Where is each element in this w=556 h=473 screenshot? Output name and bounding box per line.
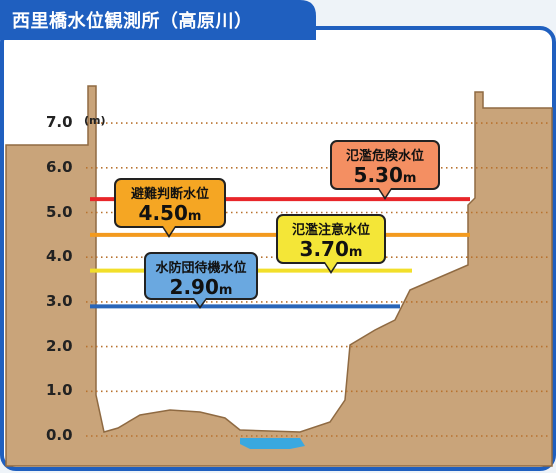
river-water	[240, 438, 305, 449]
callout-value: 2.90	[169, 275, 219, 299]
callout-pointer	[379, 188, 391, 197]
callout-pointer	[194, 298, 206, 306]
y-tick-2: 2.0	[46, 337, 73, 355]
y-unit-label: (m)	[84, 114, 106, 127]
callout-pointer	[163, 226, 175, 235]
page-title: 西里橋水位観測所（高原川）	[12, 11, 253, 32]
y-tick-6: 6.0	[46, 158, 73, 176]
callout-label: 避難判断水位	[130, 187, 209, 202]
callout-value: 5.30	[353, 163, 403, 187]
y-tick-4: 4.0	[46, 247, 73, 265]
title-tab-shape	[0, 0, 316, 40]
callout-value: 4.50	[138, 201, 188, 225]
callout-unit: m	[187, 209, 202, 224]
riverbank	[5, 85, 553, 467]
callout-unit: m	[218, 283, 233, 298]
y-tick-1: 1.0	[46, 381, 73, 399]
y-tick-0: 0.0	[46, 426, 73, 444]
callout-unit: m	[402, 171, 417, 186]
callout-standby-level: 水防団待機水位 2.90m	[144, 252, 258, 300]
callout-unit: m	[348, 245, 363, 260]
y-tick-3: 3.0	[46, 292, 73, 310]
callout-pointer	[325, 262, 337, 271]
y-tick-5: 5.0	[46, 203, 73, 221]
callout-label: 氾濫危険水位	[345, 149, 424, 164]
callout-caution-level: 氾濫注意水位 3.70m	[276, 214, 386, 264]
y-tick-7: 7.0	[46, 113, 73, 131]
callout-evacuation-level: 避難判断水位 4.50m	[114, 178, 226, 228]
callout-value: 3.70	[299, 237, 349, 261]
callout-label: 氾濫注意水位	[291, 223, 370, 238]
callout-danger-level: 氾濫危険水位 5.30m	[330, 140, 440, 190]
callout-label: 水防団待機水位	[155, 261, 247, 276]
title-tab: 西里橋水位観測所（高原川）	[0, 0, 318, 40]
